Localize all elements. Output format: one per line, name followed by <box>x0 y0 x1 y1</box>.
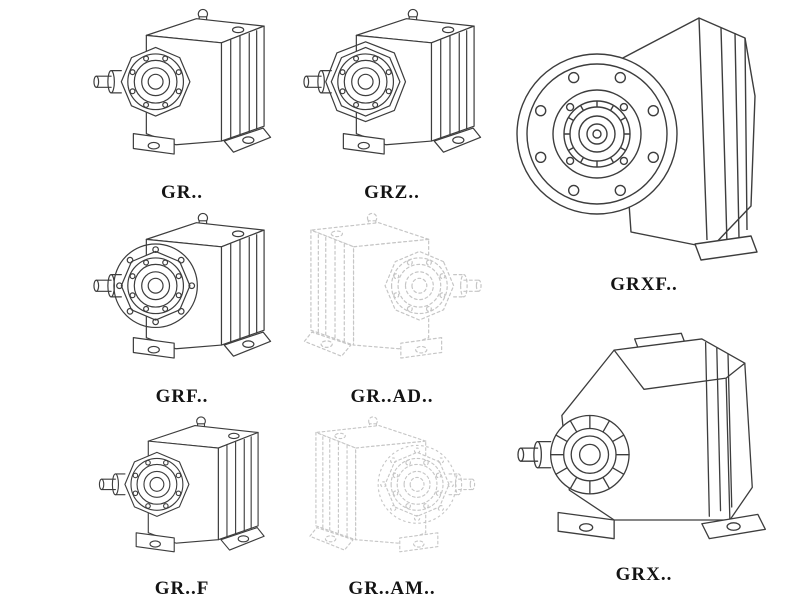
gearbox-gr-drawing <box>85 2 280 180</box>
gearbox-gr-ad-drawing <box>295 206 490 384</box>
figure-grx: GRX.. <box>498 296 790 586</box>
figure-grz: GRZ.. <box>292 2 492 204</box>
figure-grf: GRF.. <box>82 206 282 408</box>
figure-gr: GR.. <box>82 2 282 204</box>
gearbox-grf-drawing <box>85 206 280 384</box>
model-label-grx: GRX.. <box>615 564 673 585</box>
figure-grxf: GRXF.. <box>498 0 790 296</box>
gearbox-gr-am-drawing <box>301 410 483 576</box>
model-label-gr-f: GR..F <box>154 578 210 599</box>
figure-gr-am: GR..AM.. <box>292 410 492 600</box>
gearbox-grxf-drawing <box>499 0 789 272</box>
figure-gr-ad: GR..AD.. <box>292 206 492 408</box>
model-label-grxf: GRXF.. <box>610 274 678 295</box>
model-label-gr-am: GR..AM.. <box>348 578 436 599</box>
model-label-grf: GRF.. <box>155 386 209 407</box>
model-label-gr-ad: GR..AD.. <box>350 386 434 407</box>
figure-gr-f: GR..F <box>82 410 282 600</box>
model-label-grz: GRZ.. <box>364 182 420 203</box>
gearbox-grx-drawing <box>504 296 784 562</box>
gearbox-grz-drawing <box>295 2 490 180</box>
gearbox-gr-f-drawing <box>91 410 273 576</box>
model-label-gr: GR.. <box>161 182 203 203</box>
